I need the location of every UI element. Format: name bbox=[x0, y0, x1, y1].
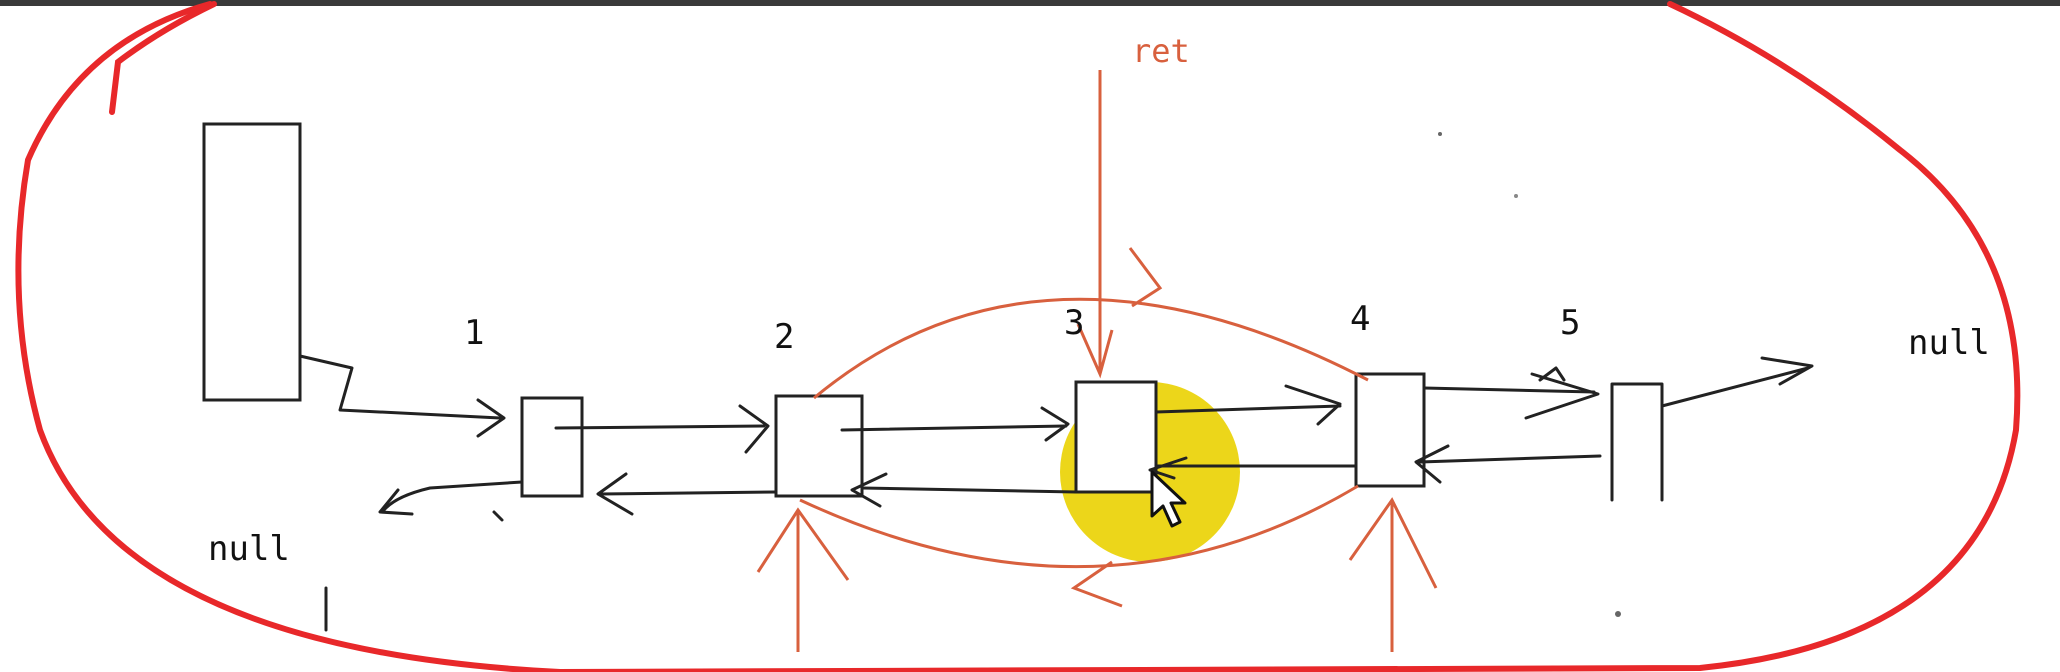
enclosing-loop bbox=[15, 1, 2021, 672]
loop-tail bbox=[109, 1, 217, 115]
mouse-pointer-icon bbox=[1150, 470, 1187, 528]
top-bar bbox=[0, 0, 2060, 6]
ret-label: ret bbox=[1132, 32, 1190, 70]
next-arrow-3-4 bbox=[1154, 404, 1342, 414]
prev-arrow-1-null bbox=[382, 480, 524, 512]
prev-arrow-5-4 bbox=[1418, 454, 1602, 464]
node-1-box bbox=[520, 396, 584, 498]
node-3-label: 3 bbox=[1064, 303, 1084, 343]
prev-arrow-3-2 bbox=[860, 486, 1078, 494]
node-4-box bbox=[1354, 372, 1426, 488]
speck bbox=[1438, 132, 1442, 136]
null-left-label: null bbox=[208, 529, 290, 569]
node-2-box bbox=[774, 394, 864, 498]
prev-arrow-2-1 bbox=[598, 490, 778, 496]
next-arrow-2-3 bbox=[840, 424, 1068, 432]
next-arrow-5-null bbox=[1660, 366, 1810, 408]
relink-curve-bottom bbox=[799, 484, 1359, 569]
node-3-box bbox=[1074, 380, 1158, 494]
head-block bbox=[202, 122, 302, 402]
node-5-label: 5 bbox=[1560, 303, 1580, 343]
relink-curve-top bbox=[813, 297, 1369, 400]
next-arrow-1-2 bbox=[554, 424, 766, 430]
node-1-label: 1 bbox=[464, 313, 484, 353]
speck bbox=[1514, 194, 1518, 198]
node-4-label: 4 bbox=[1350, 299, 1370, 339]
node-5-box bbox=[1610, 382, 1664, 502]
head-pointer-arrow bbox=[298, 354, 502, 420]
speck bbox=[1615, 611, 1621, 617]
next-arrow-4-5 bbox=[1422, 386, 1596, 394]
node-2-label: 2 bbox=[774, 317, 794, 357]
null-right-label: null bbox=[1908, 323, 1990, 363]
